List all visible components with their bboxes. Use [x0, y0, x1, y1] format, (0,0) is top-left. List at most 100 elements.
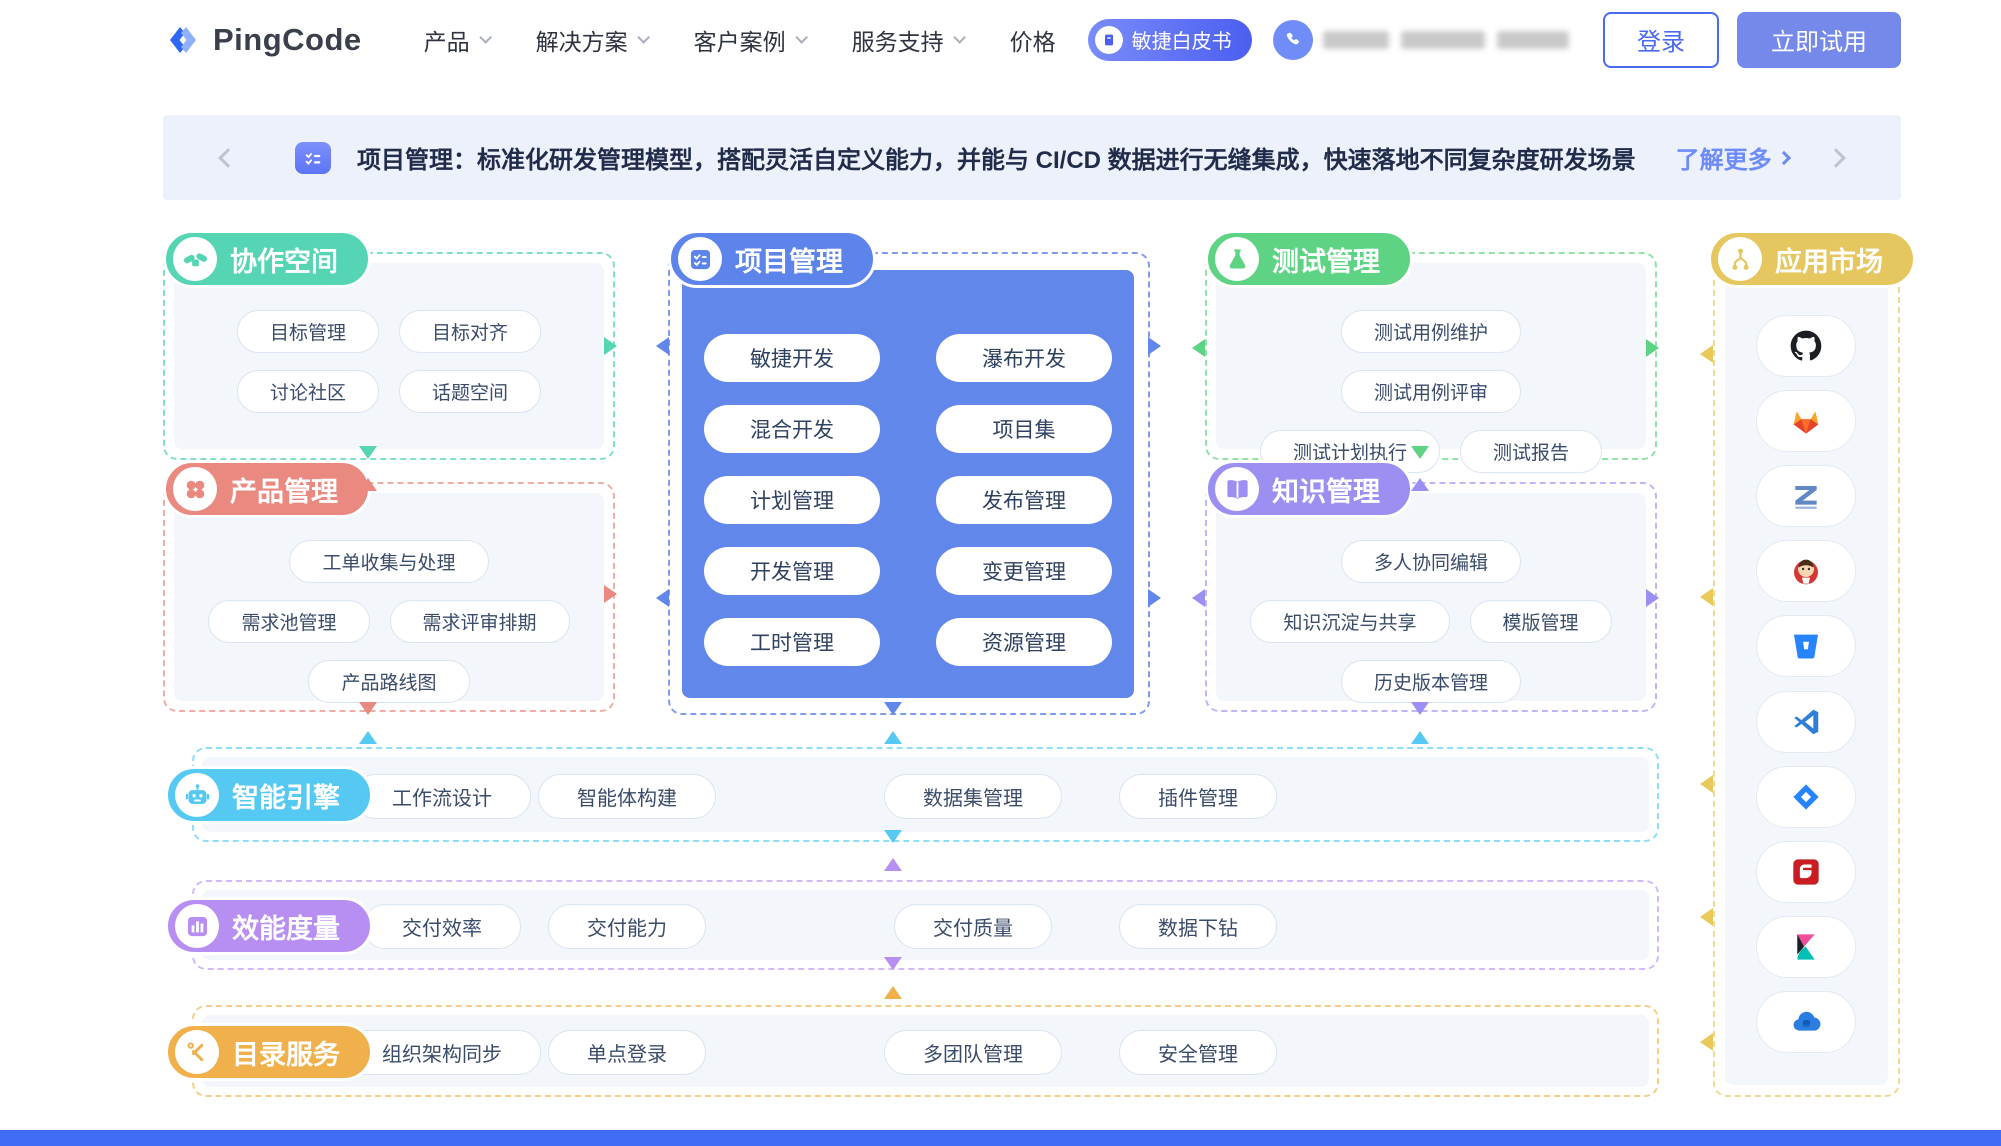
feature-pill: 知识沉淀与共享: [1250, 600, 1450, 643]
app-item-vscode: [1756, 691, 1856, 753]
banner-learn-more-link[interactable]: 了解更多: [1676, 140, 1791, 175]
nav-item-pricing[interactable]: 价格: [1009, 28, 1056, 55]
feature-pill: 工单收集与处理: [289, 540, 489, 583]
flow-arrow-left: [656, 589, 669, 607]
feature-pill: 产品路线图: [308, 660, 470, 703]
feature-pill: 开发管理: [704, 547, 880, 595]
section-title: 应用市场: [1775, 246, 1883, 277]
gitlab-icon: [1793, 411, 1819, 434]
flow-arrow-right: [1148, 589, 1161, 607]
project-mgmt-header: 项目管理: [668, 230, 876, 288]
performance-header: 效能度量: [165, 897, 373, 955]
chevron-down-icon: [636, 31, 650, 44]
flow-arrow-right: [1646, 589, 1659, 607]
app-item-zentao: [1756, 465, 1856, 527]
feature-pill: 智能体构建: [538, 774, 716, 819]
flow-arrow-down: [359, 446, 377, 459]
project-mgmt-box: 敏捷开发 瀑布开发 混合开发 项目集 计划管理 发布管理 开发管理 变更管理 工…: [682, 270, 1134, 698]
section-title: 测试管理: [1272, 246, 1380, 277]
feature-pill: 组织架构同步: [343, 1030, 541, 1075]
app-item-gitee: [1756, 841, 1856, 903]
feature-pill: 多人协同编辑: [1340, 540, 1521, 583]
app-item-gitlab: [1756, 390, 1856, 452]
feature-pill: 交付能力: [548, 904, 706, 949]
section-performance-metrics: 效能度量 交付效率 交付能力 交付质量 数据下钻: [165, 880, 1659, 970]
section-title: 效能度量: [232, 913, 340, 944]
section-collab-space: 协作空间 目标管理 目标对齐 讨论社区 话题空间: [163, 230, 615, 460]
section-fill: [174, 263, 604, 449]
robot-icon: [175, 773, 219, 817]
flow-arrow-right: [1148, 337, 1161, 355]
flow-arrow-down: [1411, 702, 1429, 715]
feature-pill: 历史版本管理: [1340, 660, 1521, 703]
feature-pill: 敏捷开发: [704, 334, 880, 382]
vscode-icon: [1794, 709, 1819, 735]
app-item-cloud-drive: [1756, 991, 1856, 1053]
nav-item-solutions[interactable]: 解决方案: [536, 23, 650, 57]
phone-number-blurred: [1267, 19, 1569, 66]
flow-arrow-left: [1700, 775, 1713, 793]
flow-arrow-down: [1411, 446, 1429, 459]
feature-pill: 需求池管理: [208, 600, 370, 643]
pingcode-logo[interactable]: PingCode: [163, 20, 362, 60]
section-title: 智能引擎: [232, 782, 340, 813]
feature-pill: 讨论社区: [236, 370, 379, 413]
feature-pill: 混合开发: [704, 405, 880, 453]
section-test-mgmt: 测试管理 测试用例维护 测试用例评审 测试计划执行 测试报告: [1205, 230, 1657, 473]
kibana-icon: [1797, 934, 1815, 960]
nav-item-customers[interactable]: 客户案例: [694, 23, 808, 57]
arrow-right-icon: [1776, 150, 1791, 165]
app-item-kibana: [1756, 916, 1856, 978]
main-menu: 产品 解决方案 客户案例 服务支持 价格: [424, 23, 1056, 57]
app-item-jenkins: [1756, 540, 1856, 602]
announcement-banner: 项目管理：标准化研发管理模型，搭配灵活自定义能力，并能与 CI/CD 数据进行无…: [163, 115, 1901, 200]
banner-prev-icon[interactable]: [218, 147, 238, 168]
feature-pill: 需求评审排期: [389, 600, 570, 643]
flow-arrow-down: [884, 702, 902, 715]
feature-pill: 数据集管理: [884, 774, 1062, 819]
section-knowledge-mgmt: 知识管理 多人协同编辑 知识沉淀与共享 模版管理 历史版本管理: [1205, 460, 1657, 712]
ai-engine-header: 智能引擎: [165, 766, 373, 824]
bitbucket-icon: [1794, 634, 1818, 659]
feature-pill: 测试用例评审: [1340, 370, 1521, 413]
feature-pill: 多团队管理: [884, 1030, 1062, 1075]
clover-icon: [173, 467, 217, 511]
section-product-mgmt: 产品管理 工单收集与处理 需求池管理 需求评审排期 产品路线图: [163, 460, 615, 712]
flow-arrow-left: [1192, 339, 1205, 357]
next-section-edge: [0, 1130, 2001, 1146]
flow-arrow-down: [359, 702, 377, 715]
flow-arrow-up: [1411, 731, 1429, 744]
feature-pill: 变更管理: [936, 547, 1112, 595]
app-market-header: 应用市场: [1708, 230, 1916, 288]
phone-icon: [1267, 19, 1313, 66]
login-button[interactable]: 登录: [1603, 11, 1719, 68]
handshake-icon: [173, 237, 217, 281]
feature-pill: 模版管理: [1469, 600, 1612, 643]
agile-whitepaper-badge[interactable]: 敏捷白皮书: [1087, 18, 1252, 61]
feature-pill: 目标管理: [236, 310, 379, 353]
section-fill: [1216, 263, 1646, 449]
nav-item-products[interactable]: 产品: [424, 23, 492, 57]
gitee-icon: [1793, 859, 1819, 885]
book-icon: [1215, 467, 1259, 511]
task-board-icon: [678, 237, 722, 281]
feature-pill: 资源管理: [936, 618, 1112, 666]
flow-arrow-left: [656, 337, 669, 355]
flow-arrow-up: [884, 858, 902, 871]
flow-arrow-up: [359, 478, 377, 491]
feature-pill: 工时管理: [704, 618, 880, 666]
whitepaper-book-icon: [1094, 25, 1123, 54]
free-trial-button[interactable]: 立即试用: [1737, 11, 1901, 68]
chevron-down-icon: [952, 31, 966, 44]
section-title: 产品管理: [230, 476, 338, 507]
flow-arrow-right: [1646, 339, 1659, 357]
app-item-bitbucket: [1756, 615, 1856, 677]
product-mgmt-header: 产品管理: [163, 460, 371, 518]
chevron-down-icon: [794, 31, 808, 44]
feature-pill: 发布管理: [936, 476, 1112, 524]
flow-arrow-up: [1411, 478, 1429, 491]
nav-item-support[interactable]: 服务支持: [852, 23, 966, 57]
flow-arrow-right: [604, 337, 617, 355]
banner-next-icon[interactable]: [1826, 147, 1846, 168]
